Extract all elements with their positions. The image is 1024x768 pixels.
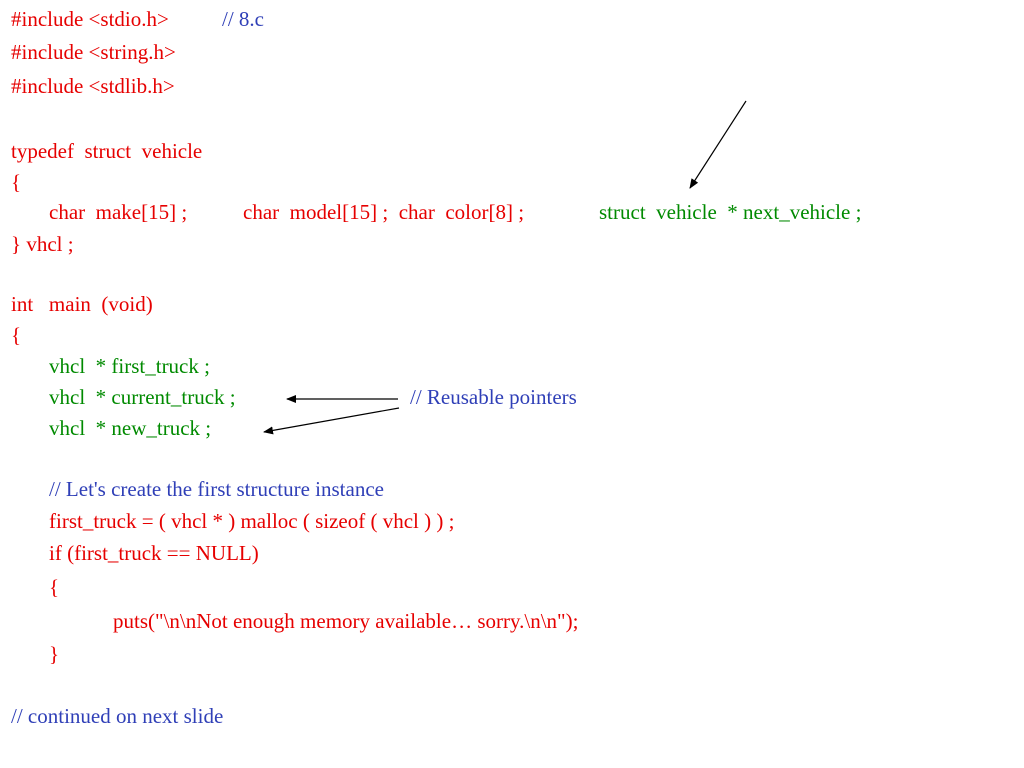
typedef-line: typedef struct vehicle	[11, 139, 203, 163]
decl-current-truck: vhcl * current_truck ;	[49, 385, 236, 409]
struct-close: } vhcl ;	[11, 232, 74, 256]
include-stdlib: #include <stdlib.h>	[11, 74, 175, 98]
main-open-brace: {	[11, 323, 22, 347]
if-null-check: if (first_truck == NULL)	[49, 541, 259, 565]
create-instance-comment: // Let's create the first structure inst…	[49, 477, 384, 501]
puts-line: puts("\n\nNot enough memory available… s…	[113, 609, 579, 633]
arrow-to-next-vehicle	[689, 100, 747, 189]
if-close-brace: }	[49, 642, 60, 666]
arrow-to-new-truck	[263, 407, 400, 435]
member-make: char make[15] ;	[49, 200, 188, 224]
decl-new-truck: vhcl * new_truck ;	[49, 416, 212, 440]
include-stdio: #include <stdio.h>	[11, 7, 169, 31]
file-comment: // 8.c	[222, 7, 264, 31]
member-model-color: char model[15] ; char color[8] ;	[243, 200, 525, 224]
reusable-pointers-comment: // Reusable pointers	[410, 385, 577, 409]
malloc-line: first_truck = ( vhcl * ) malloc ( sizeof…	[49, 509, 455, 533]
decl-first-truck: vhcl * first_truck ;	[49, 354, 210, 378]
member-next-vehicle: struct vehicle * next_vehicle ;	[599, 200, 862, 224]
if-open-brace: {	[49, 575, 60, 599]
continued-comment: // continued on next slide	[11, 704, 224, 728]
main-signature: int main (void)	[11, 292, 153, 316]
struct-open-brace: {	[11, 170, 22, 194]
include-string: #include <string.h>	[11, 40, 176, 64]
